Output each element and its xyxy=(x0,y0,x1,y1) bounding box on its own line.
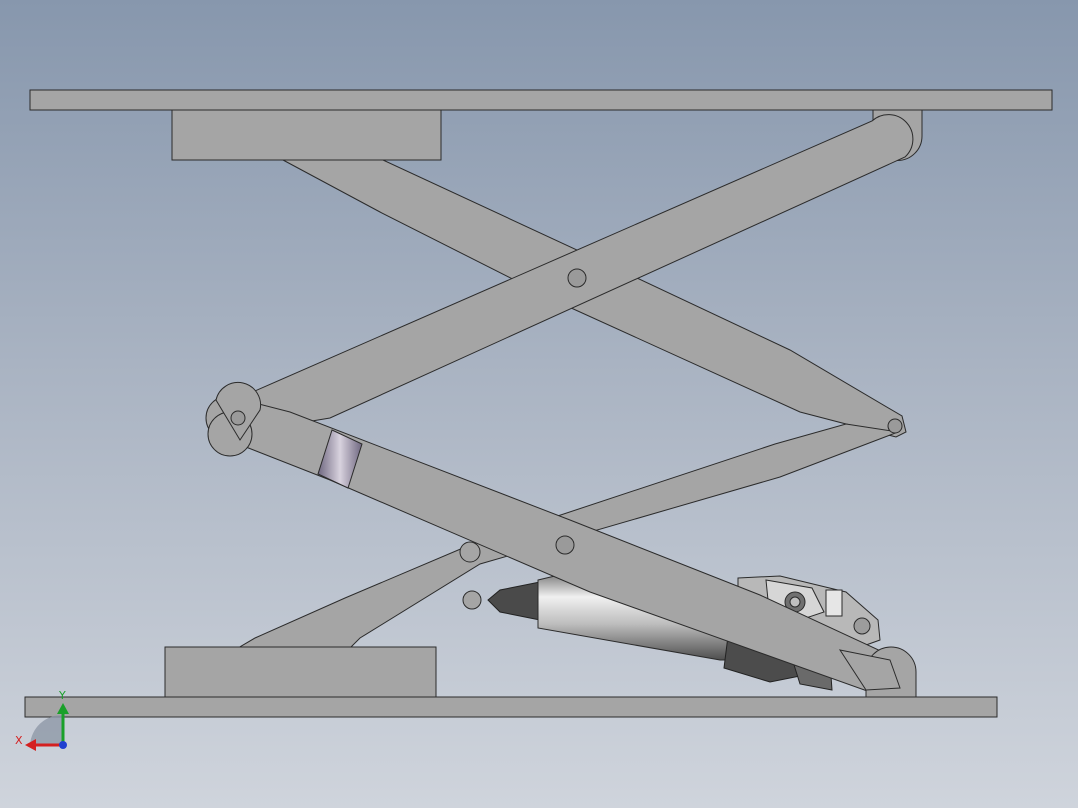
upper-arm-left-to-right xyxy=(282,159,907,438)
actuator-motor xyxy=(737,575,881,651)
bottom-slider-block xyxy=(164,646,437,698)
center-pin-lower xyxy=(555,535,575,555)
z-axis-dot xyxy=(59,741,67,749)
base-platform xyxy=(24,696,998,718)
top-slider-block xyxy=(171,109,442,161)
right-pivot-pin xyxy=(887,418,903,434)
lower-roller-2 xyxy=(462,590,482,610)
sleeve-collar xyxy=(317,429,363,489)
y-axis-label: Y xyxy=(58,689,66,702)
bottom-hinge-arm-end xyxy=(838,649,901,691)
lower-roller xyxy=(459,541,481,563)
x-axis-label: X xyxy=(15,734,23,747)
top-platform xyxy=(29,89,1053,111)
center-pin-upper xyxy=(567,268,587,288)
left-pivot-pin xyxy=(230,410,246,426)
coordinate-triad: Y X xyxy=(15,689,69,751)
